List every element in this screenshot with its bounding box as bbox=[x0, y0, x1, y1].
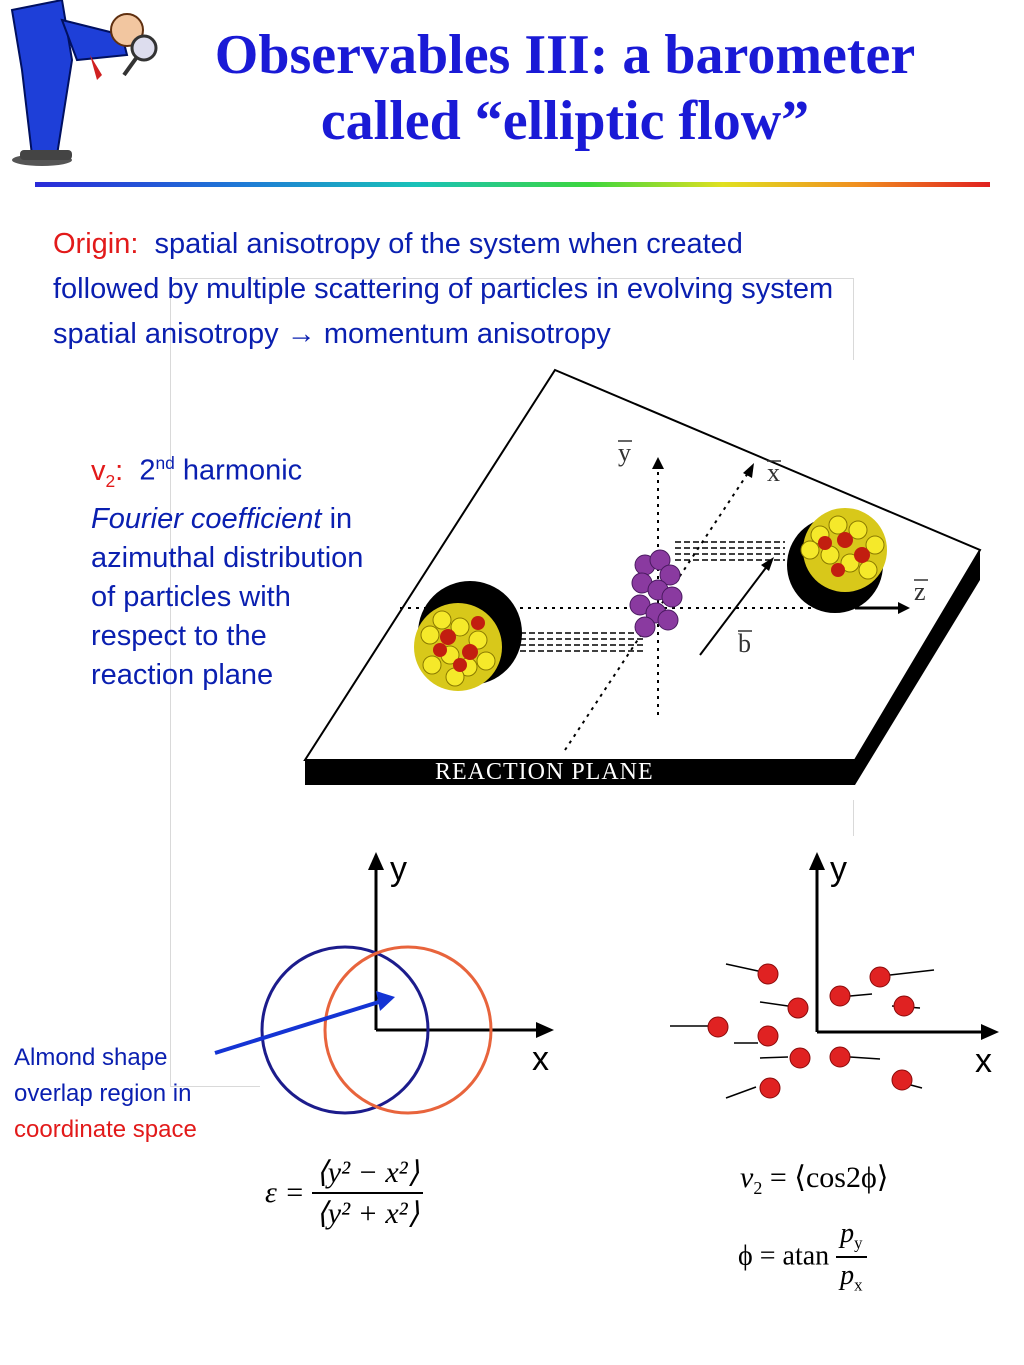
background-frame-right-low bbox=[853, 800, 854, 836]
almond-line-3: coordinate space bbox=[14, 1116, 197, 1143]
almond-pointer bbox=[214, 991, 395, 1055]
intro-text: Origin: spatial anisotropy of the system… bbox=[53, 222, 833, 357]
eps-lhs: ε = bbox=[265, 1176, 305, 1209]
nucleus-outline-b bbox=[323, 945, 493, 1115]
momentum-y-arrowhead bbox=[809, 852, 825, 870]
reaction-plane-diagram: REACTION PLANE y x z b bbox=[303, 368, 982, 785]
intro-line-1: Origin: spatial anisotropy of the system… bbox=[53, 222, 833, 267]
coord-y-label: y bbox=[390, 850, 407, 888]
phi-fraction: py px bbox=[836, 1218, 867, 1295]
origin-text: spatial anisotropy of the system when cr… bbox=[154, 228, 743, 260]
momentum-space-plot: y x bbox=[670, 850, 999, 1099]
almond-line-2: overlap region in bbox=[14, 1080, 192, 1107]
background-frame-right bbox=[853, 278, 854, 360]
almond-line-1: Almond shape bbox=[14, 1044, 168, 1071]
title-line-1: Observables III: a barometer bbox=[214, 24, 916, 86]
phi-lhs: ϕ = atan bbox=[738, 1240, 830, 1272]
title-divider bbox=[35, 182, 990, 187]
momentum-x-arrowhead bbox=[981, 1024, 999, 1040]
reaction-plane-edge-front bbox=[305, 760, 855, 785]
slide-title: Observables III: a barometer called “ell… bbox=[150, 22, 980, 154]
projection-lines-left bbox=[520, 632, 645, 652]
almond-caption: Almond shape overlap region in coordinat… bbox=[14, 1040, 197, 1148]
nucleus-outline-a bbox=[260, 945, 430, 1115]
particles bbox=[707, 963, 915, 1099]
detective-cartoon-icon bbox=[10, 0, 158, 166]
phi-numerator: py bbox=[836, 1218, 867, 1258]
origin-label: Origin: bbox=[53, 228, 139, 260]
background-frame-bottom bbox=[170, 1086, 260, 1087]
v2-line-6: reaction plane bbox=[91, 659, 274, 692]
v2-line-5: respect to the bbox=[91, 620, 267, 653]
x-axis-arrowhead bbox=[743, 463, 754, 478]
particle-arrows bbox=[670, 963, 935, 1099]
v2-line-2: Fourier coefficient in bbox=[91, 503, 353, 536]
reaction-plane-label: REACTION PLANE bbox=[435, 759, 654, 785]
projection-lines-right bbox=[675, 541, 785, 561]
axis-b-label: b bbox=[738, 629, 751, 658]
participant-zone bbox=[629, 549, 683, 638]
axis-x-label: x bbox=[767, 458, 780, 487]
background-frame-top bbox=[170, 278, 853, 279]
nucleus-icon bbox=[414, 581, 522, 691]
background-frame-left bbox=[170, 278, 171, 1086]
momentum-y-label: y bbox=[830, 850, 847, 888]
eps-denominator: ⟨y² + x²⟩ bbox=[316, 1197, 420, 1230]
v2-line-1: v2: 2nd harmonic bbox=[91, 453, 303, 491]
reaction-plane-edge-side bbox=[855, 550, 980, 785]
implies-arrow: → bbox=[286, 318, 316, 350]
intro-line-3: spatial anisotropy → momentum anisotropy bbox=[53, 312, 833, 357]
y-axis-arrowhead bbox=[652, 457, 664, 469]
spatial-anisotropy: spatial anisotropy bbox=[53, 318, 279, 350]
v2-formula: v2 = ⟨cos2ϕ⟩ bbox=[740, 1161, 889, 1198]
title-line-2: called “elliptic flow” bbox=[320, 90, 810, 152]
coord-y-arrowhead bbox=[368, 852, 384, 870]
v2-line-4: of particles with bbox=[91, 581, 291, 614]
phi-formula: ϕ = atan py px bbox=[738, 1218, 867, 1295]
v2-definition: v2: 2nd harmonic Fourier coefficient in … bbox=[91, 444, 363, 695]
fourier-coefficient: Fourier coefficient bbox=[91, 503, 322, 536]
eps-numerator: ⟨y² − x²⟩ bbox=[312, 1155, 424, 1194]
intro-line-2: followed by multiple scattering of parti… bbox=[53, 273, 834, 305]
impact-parameter-arrow bbox=[699, 564, 769, 656]
momentum-x-label: x bbox=[975, 1042, 992, 1080]
v2-line-3: azimuthal distribution bbox=[91, 542, 364, 575]
coord-x-label: x bbox=[532, 1040, 549, 1078]
axis-z-label: z bbox=[914, 577, 926, 606]
z-axis-arrowhead bbox=[898, 602, 910, 614]
nucleus-icon bbox=[787, 508, 887, 613]
v2-symbol: v2: bbox=[91, 454, 124, 491]
momentum-anisotropy: momentum anisotropy bbox=[323, 318, 611, 350]
eccentricity-formula: ε = ⟨y² − x²⟩ ⟨y² + x²⟩ bbox=[265, 1155, 424, 1231]
eps-fraction: ⟨y² − x²⟩ ⟨y² + x²⟩ bbox=[312, 1155, 424, 1231]
axis-y-label: y bbox=[618, 438, 631, 467]
phi-denominator: px bbox=[840, 1259, 863, 1295]
coord-x-arrowhead bbox=[536, 1022, 554, 1038]
